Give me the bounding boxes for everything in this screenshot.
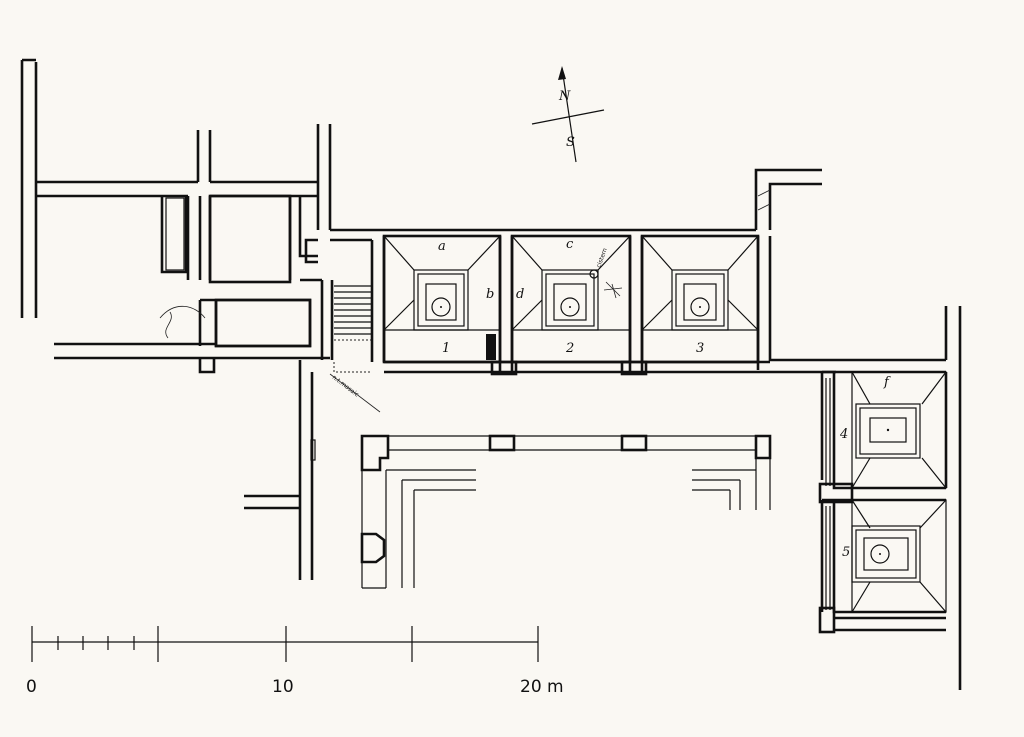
annotation-small-2: n.t.mosaic: [331, 374, 360, 398]
room-5: [818, 498, 947, 634]
room-3-label: 3: [696, 341, 704, 356]
room-4: [818, 370, 947, 504]
letter-d: d: [516, 287, 524, 302]
stair-corridor: [300, 228, 756, 373]
scale-label-20m: 20 m: [520, 677, 564, 697]
stairs: [334, 285, 372, 335]
courtyard: [244, 360, 772, 589]
letter-f: f: [883, 375, 891, 390]
room-1-label: 1: [442, 341, 450, 356]
letter-a: a: [438, 239, 446, 254]
compass-south-label: S: [566, 135, 575, 150]
room-5-label: 5: [842, 545, 850, 560]
scale-bar: [31, 626, 539, 662]
west-walls: [20, 58, 332, 374]
scale-label-10: 10: [272, 677, 294, 697]
room-4-label: 4: [839, 427, 848, 442]
north-facade: [384, 236, 836, 376]
north-arrow-icon: [531, 66, 605, 163]
letter-b: b: [486, 287, 494, 302]
room-2-label: 2: [565, 341, 574, 356]
plan-labels: 1 2 3 4 5 a b c d f N S cistern n.t.mosa…: [26, 89, 891, 697]
letter-c: c: [566, 237, 574, 252]
scale-label-0: 0: [26, 677, 37, 697]
compass-north-label: N: [558, 89, 571, 104]
annotation-small-1: cistern: [595, 247, 609, 269]
